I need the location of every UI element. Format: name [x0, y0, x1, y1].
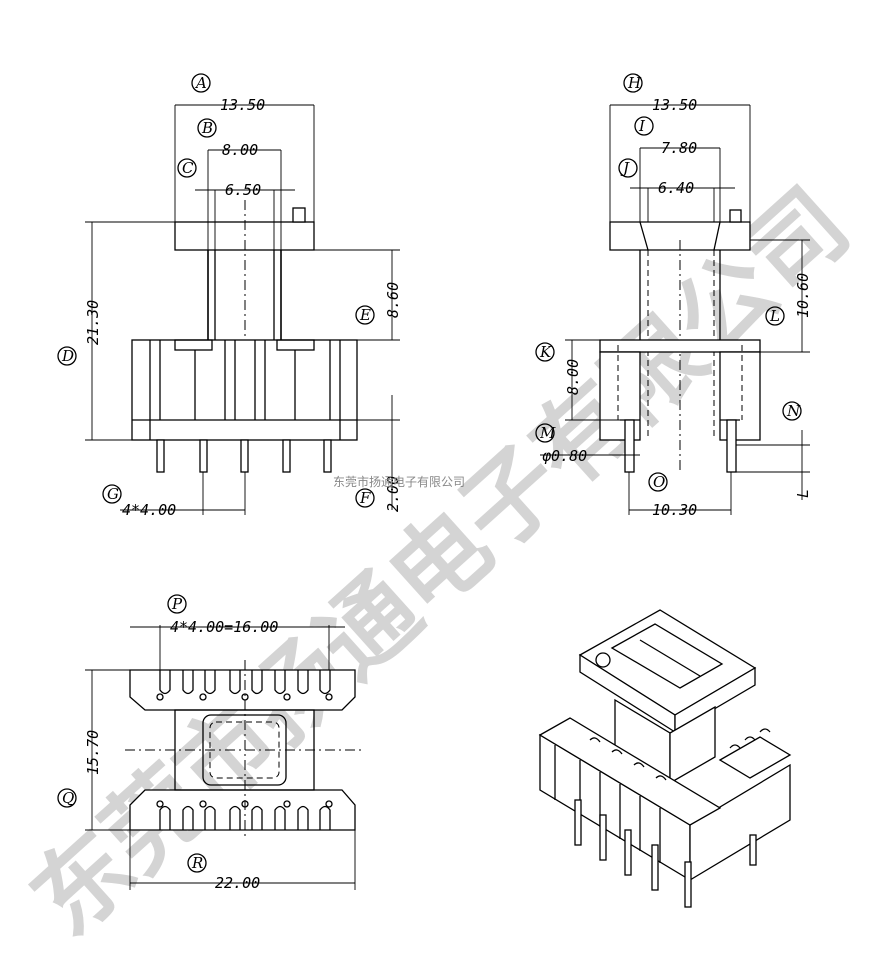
dim-k-value: 8.00: [564, 359, 582, 395]
dim-g-value: 4*4.00: [122, 501, 176, 519]
dim-d-value: 21.30: [84, 300, 102, 345]
isometric-view: [538, 609, 792, 908]
dim-a-value: 13.50: [220, 96, 265, 114]
dim-r-value: 22.00: [215, 874, 260, 892]
label-a: A: [194, 74, 207, 92]
dim-j-value: 6.40: [658, 179, 694, 197]
watermark-small-text: 东莞市扬通电子有限公司: [333, 474, 465, 489]
front-view: A 13.50 B 8.00 C 6.50 D 21.30 E 8.60 F: [57, 73, 402, 519]
label-f: F: [359, 489, 371, 507]
front-top-peg: [292, 207, 306, 223]
label-o: O: [653, 473, 665, 491]
label-r: R: [191, 854, 203, 872]
label-b: B: [201, 119, 213, 137]
label-n: N: [786, 402, 801, 420]
side-view: H 13.50 I 7.80 J 6.40 K 8.00 L 10.60 M φ…: [535, 73, 812, 519]
label-a-circle: [191, 73, 211, 93]
label-l: L: [769, 307, 780, 325]
dim-l-value: 10.60: [794, 273, 812, 318]
dim-p-value: 4*4.00=16.00: [170, 618, 278, 636]
label-g: G: [107, 485, 119, 503]
front-body: [131, 339, 358, 441]
label-c: C: [182, 159, 194, 177]
dim-e-value: 8.60: [384, 282, 402, 318]
dim-o-value: 10.30: [652, 501, 697, 519]
label-i: I: [638, 117, 646, 135]
dim-q-value: 15.70: [84, 730, 102, 775]
dim-f-value: 2.00: [384, 476, 402, 512]
bottom-bottom-comb: [129, 789, 356, 831]
dim-b-value: 8.00: [222, 141, 258, 159]
label-d: D: [61, 347, 74, 365]
label-h: H: [627, 74, 642, 92]
bottom-top-comb: [129, 669, 356, 711]
label-e: E: [359, 306, 371, 324]
dim-i-value: 7.80: [661, 139, 697, 157]
label-m: M: [539, 424, 556, 442]
label-k: K: [539, 343, 552, 361]
label-q: Q: [62, 789, 74, 807]
dim-h-value: 13.50: [652, 96, 697, 114]
dim-m-value: φ0.80: [542, 447, 587, 465]
label-p: P: [171, 595, 183, 613]
label-j: J: [620, 159, 630, 177]
dim-c-value: 6.50: [225, 181, 261, 199]
bottom-view: P 4*4.00=16.00 Q 15.70 R 22.00: [57, 594, 365, 892]
dim-n-value: L: [794, 489, 812, 498]
